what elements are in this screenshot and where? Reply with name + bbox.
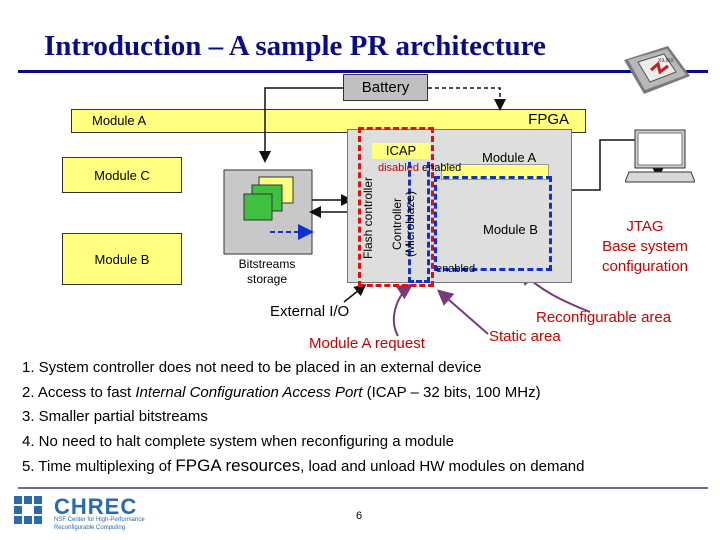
enable-status: disabled enabled xyxy=(378,162,461,174)
footer-rule xyxy=(18,487,708,489)
bitstreams-storage-label: Bitstreams storage xyxy=(238,257,296,286)
list-item: 2. Access to fast Internal Configuration… xyxy=(22,381,712,406)
external-io-label: External I/O xyxy=(270,303,350,320)
list-item: 5. Time multiplexing of FPGA resources, … xyxy=(22,454,712,480)
fpga-chip-icon: XILINX xyxy=(624,46,690,94)
controller-label: Controller (Microblaze) xyxy=(390,179,417,269)
list-item-text: 2. Access to fast xyxy=(22,383,136,401)
static-area-label: Static area xyxy=(489,328,561,345)
module-b-box: Module B xyxy=(62,233,182,285)
list-item: 1. System controller does not need to be… xyxy=(22,359,482,376)
module-a-label: Module A xyxy=(92,113,147,128)
fpga-label: FPGA xyxy=(528,111,569,128)
icap-box: ICAP xyxy=(372,143,430,159)
base-system-config-label: Base system configuration xyxy=(602,238,688,275)
reconfigurable-area-label: Reconfigurable area xyxy=(536,309,672,326)
reconfigurable-region xyxy=(434,176,552,271)
list-item-text: 5. Time multiplexing of xyxy=(22,458,176,475)
title-underline xyxy=(18,70,708,73)
module-a-region-label: Module A xyxy=(482,150,537,165)
microblaze-text: (Microblaze) xyxy=(403,191,417,258)
svg-text:XILINX: XILINX xyxy=(658,58,675,64)
chrec-tagline-line: NSF Center for High-Performance xyxy=(54,517,145,523)
laptop-icon xyxy=(625,129,695,183)
disabled-label: disabled xyxy=(378,162,419,174)
enabled-bottom-label: enabled xyxy=(436,263,476,275)
chrec-logo-icon xyxy=(14,496,42,524)
list-item: 3. Smaller partial bitstreams xyxy=(22,408,208,425)
enabled-top-label: enabled xyxy=(422,162,462,174)
benefits-list: 1. System controller does not need to be… xyxy=(22,356,712,480)
jtag-label: JTAG Base system configuration xyxy=(592,217,698,277)
page-number: 6 xyxy=(356,510,363,522)
list-item-emphasis: Internal Configuration Access Port xyxy=(135,383,363,401)
chrec-tagline-line: Reconfigurable Computing xyxy=(54,525,126,531)
flash-controller-label: Flash controller xyxy=(361,176,375,260)
battery-to-fpga-line xyxy=(428,87,506,111)
jtag-title: JTAG xyxy=(626,218,664,235)
module-c-box: Module C xyxy=(62,157,182,193)
static-region xyxy=(358,127,434,287)
module-b-region-label: Module B xyxy=(483,222,538,237)
list-item-text: (ICAP – 32 bits, 100 MHz) xyxy=(362,383,541,401)
slide-title: Introduction – A sample PR architecture xyxy=(44,30,546,62)
bitstream-card-green-2 xyxy=(243,193,273,221)
chrec-tagline: NSF Center for High-Performance Reconfig… xyxy=(54,516,145,532)
list-item: 4. No need to halt complete system when … xyxy=(22,432,454,450)
battery-box: Battery xyxy=(343,74,428,101)
battery-to-storage-line xyxy=(259,87,343,163)
list-item-emphasis: FPGA resources xyxy=(175,456,301,475)
chrec-logo-text: CHREC xyxy=(54,494,138,519)
list-item-text: , load and unload HW modules on demand xyxy=(300,458,585,475)
module-a-request-label: Module A request xyxy=(309,335,425,352)
